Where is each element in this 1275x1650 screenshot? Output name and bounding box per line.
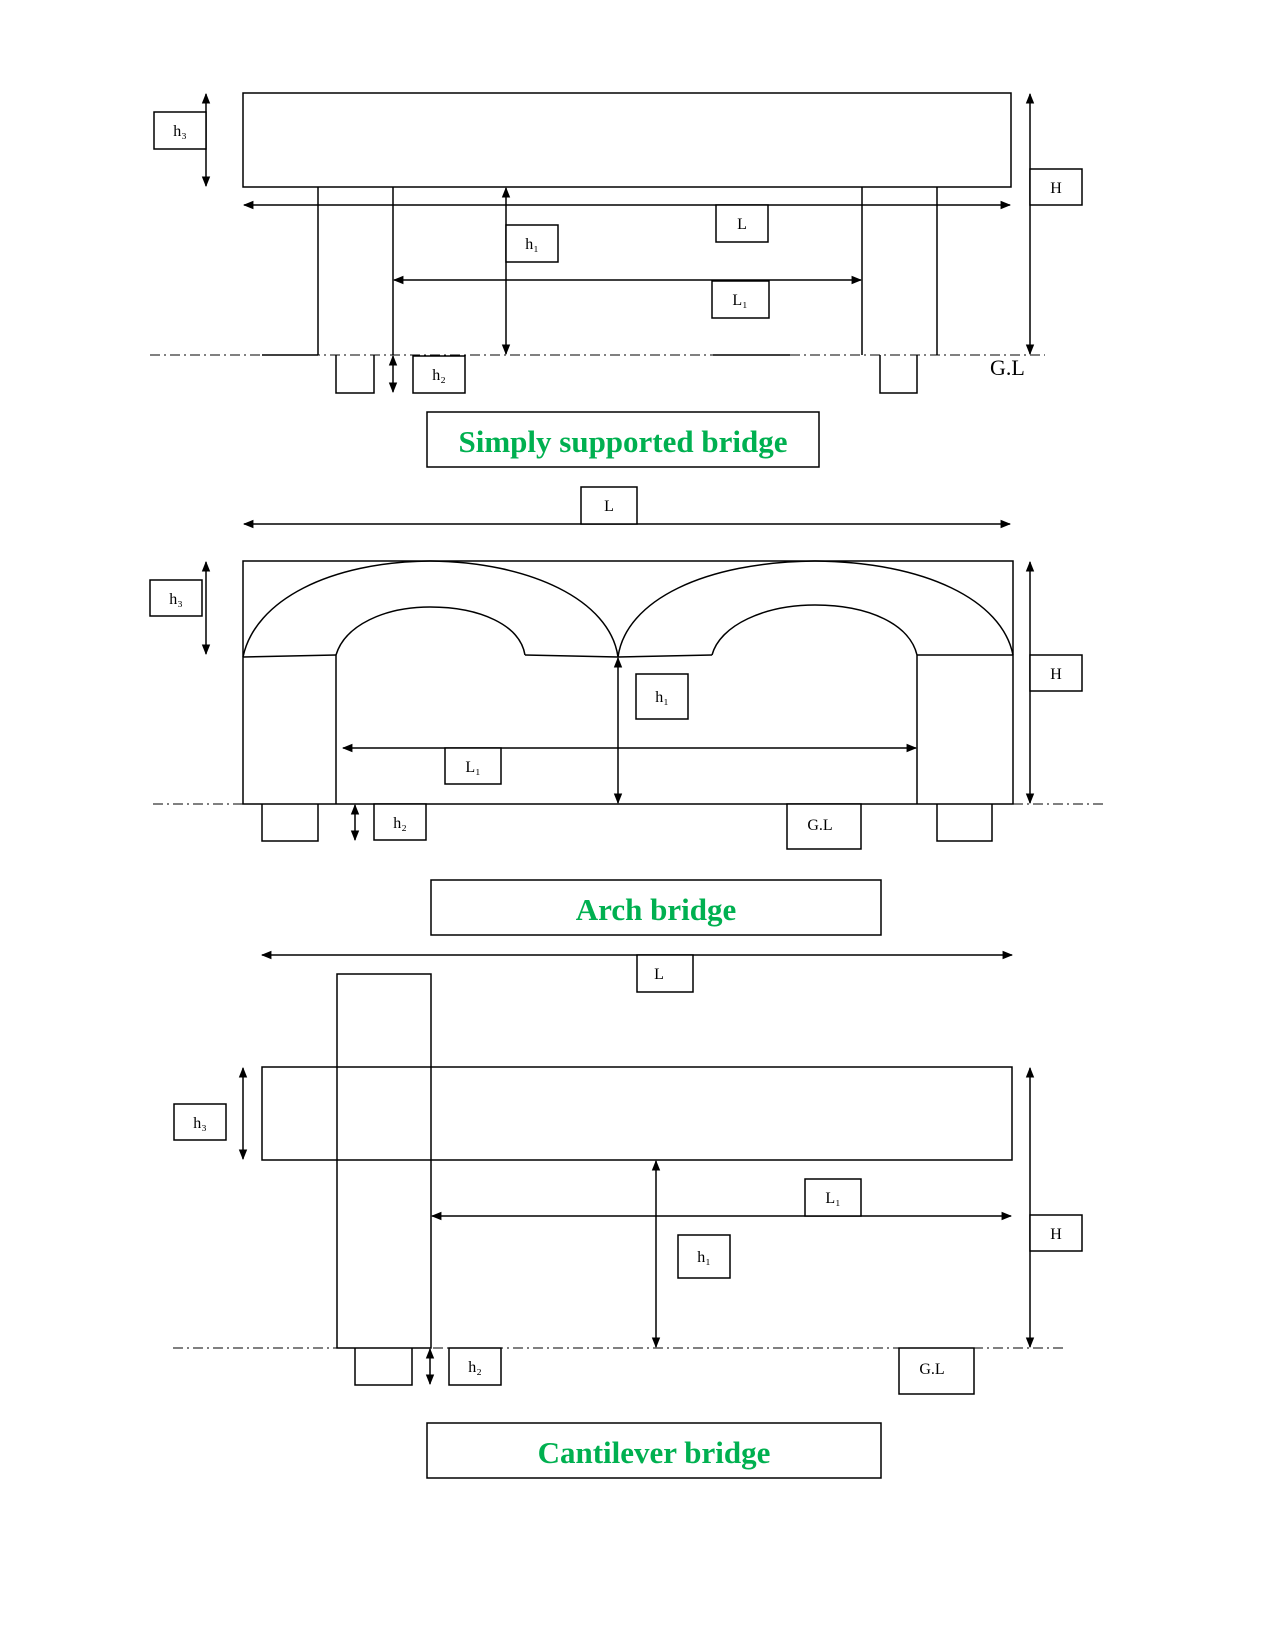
h3-label-box [149, 579, 203, 617]
L1-label: L₁ [465, 759, 480, 776]
cantilever-deck [261, 1066, 1013, 1161]
left-footing [261, 804, 319, 842]
ground-level-label: G.L [990, 355, 1025, 380]
H-label: H [1050, 666, 1062, 683]
deck [242, 92, 1012, 188]
h3-label: h₃ [173, 123, 187, 140]
left-footing [335, 355, 375, 394]
h2-label: h₂ [468, 1359, 482, 1376]
arch-bridge-diagram: L h₃ H h₁ L₁ h₂ G.L Arch bridge [149, 486, 1105, 936]
left-arch-inner [335, 606, 526, 656]
H-label-box [1029, 1214, 1083, 1252]
h2-label-box [373, 803, 427, 841]
L1-label: L₁ [825, 1190, 840, 1207]
diagram-title: Cantilever bridge [538, 1435, 771, 1470]
H-label: H [1050, 1226, 1062, 1243]
H-label: H [1050, 180, 1062, 197]
right-footing [879, 355, 918, 394]
H-label-box [1029, 654, 1083, 692]
h1-label-box [505, 224, 559, 263]
h1-label: h₁ [697, 1249, 711, 1266]
L1-label-box [804, 1178, 862, 1217]
left-arch-outer [242, 560, 619, 658]
title-box [426, 411, 820, 468]
h2-label: h₂ [393, 815, 407, 832]
GL-label-box [786, 803, 862, 850]
ground-level-label: G.L [919, 1361, 944, 1378]
L-label: L [737, 216, 747, 233]
GL-label-box [898, 1347, 975, 1395]
ground-level-label: G.L [807, 817, 832, 834]
haunch-line [617, 654, 713, 658]
h3-label-box [173, 1103, 227, 1141]
L1-label-box [444, 747, 502, 785]
H-label-box [1029, 168, 1083, 206]
cantilever-bridge-diagram: L h₃ L₁ H h₁ h₂ G.L Cantilever bridge [173, 950, 1083, 1479]
right-footing [936, 804, 993, 842]
haunch-line [242, 654, 337, 658]
L-label: L [604, 498, 614, 515]
h2-label-box [412, 355, 466, 394]
title-box [430, 879, 882, 936]
title-box [426, 1422, 882, 1479]
L1-label-box [711, 280, 770, 319]
L1-label: L₁ [732, 292, 747, 309]
h3-label-box [153, 111, 207, 150]
h2-label-box [448, 1347, 502, 1386]
footing [354, 1348, 413, 1386]
h1-label-box [635, 673, 689, 720]
arch-outline [242, 560, 1014, 805]
diagram-title: Arch bridge [576, 892, 736, 927]
h1-label: h₁ [655, 689, 669, 706]
L-label-box [636, 954, 694, 993]
right-arch-inner [711, 604, 918, 656]
h3-label: h₃ [169, 591, 183, 608]
simply-supported-bridge-diagram: h₃ H L h₁ L₁ h₂ G.L Simply supported bri… [150, 92, 1083, 468]
h3-label: h₃ [193, 1115, 207, 1132]
pier [336, 973, 432, 1349]
h1-label-box [677, 1234, 731, 1279]
h2-label: h₂ [432, 367, 446, 384]
haunch-line [524, 654, 619, 658]
diagram-title: Simply supported bridge [458, 424, 787, 459]
L-label-box [580, 486, 638, 525]
h1-label: h₁ [525, 236, 539, 253]
right-arch-outer [617, 560, 1014, 658]
L-label-box [715, 204, 769, 243]
L-label: L [654, 966, 664, 983]
